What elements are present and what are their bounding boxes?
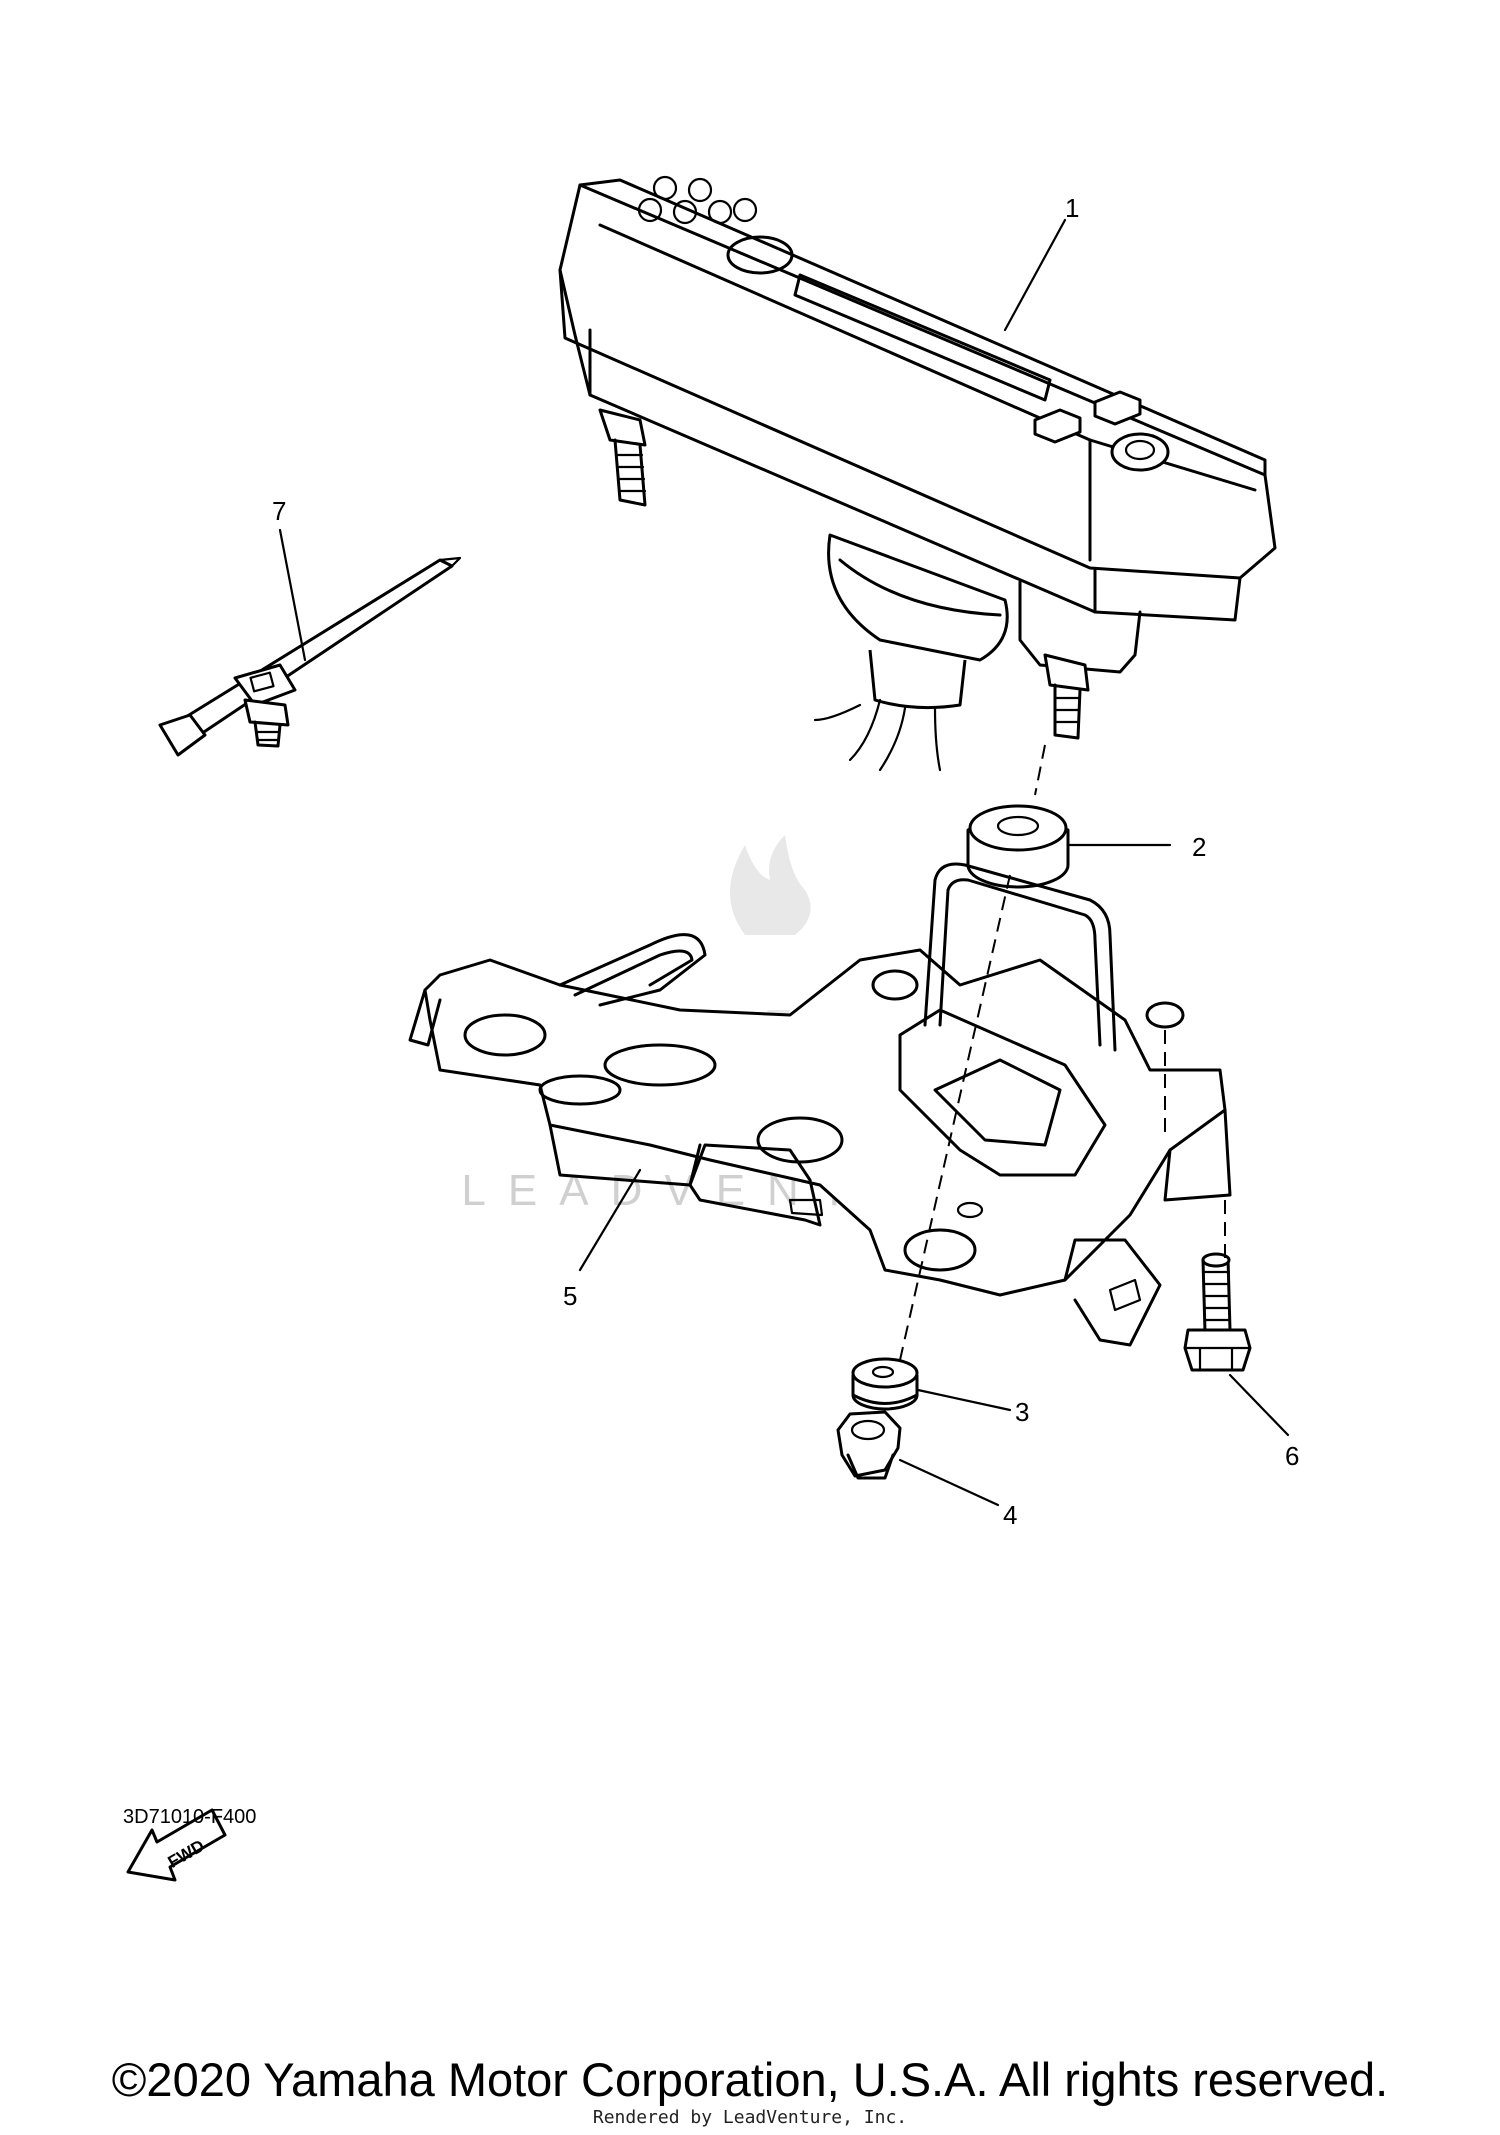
leader-lines <box>278 218 1290 1507</box>
callout-2: 2 <box>1192 832 1206 862</box>
part-1-meter-assembly[interactable] <box>558 175 1277 772</box>
callout-5: 5 <box>563 1281 577 1311</box>
callout-4: 4 <box>1003 1500 1017 1530</box>
copyright-notice: ©2020 Yamaha Motor Corporation, U.S.A. A… <box>111 2053 1389 2106</box>
rendered-by-notice: Rendered by LeadVenture, Inc. <box>592 2107 908 2128</box>
part-5-meter-bracket[interactable] <box>408 862 1232 1347</box>
part-3-collar[interactable] <box>851 1357 919 1411</box>
diagram-code: 3D71010-F400 <box>123 1806 257 1828</box>
callout-3: 3 <box>1015 1397 1029 1427</box>
part-2-grommet[interactable] <box>966 804 1070 889</box>
part-7-cable-tie[interactable] <box>158 556 462 757</box>
callout-1: 1 <box>1065 193 1079 223</box>
callout-6: 6 <box>1285 1441 1299 1471</box>
part-6-bolt[interactable] <box>1183 1252 1252 1372</box>
callout-7: 7 <box>272 496 286 526</box>
alignment-lines <box>899 744 1226 1361</box>
callout-labels: 1 2 3 4 5 6 7 <box>272 193 1299 1530</box>
part-4-nut[interactable] <box>836 1410 902 1480</box>
